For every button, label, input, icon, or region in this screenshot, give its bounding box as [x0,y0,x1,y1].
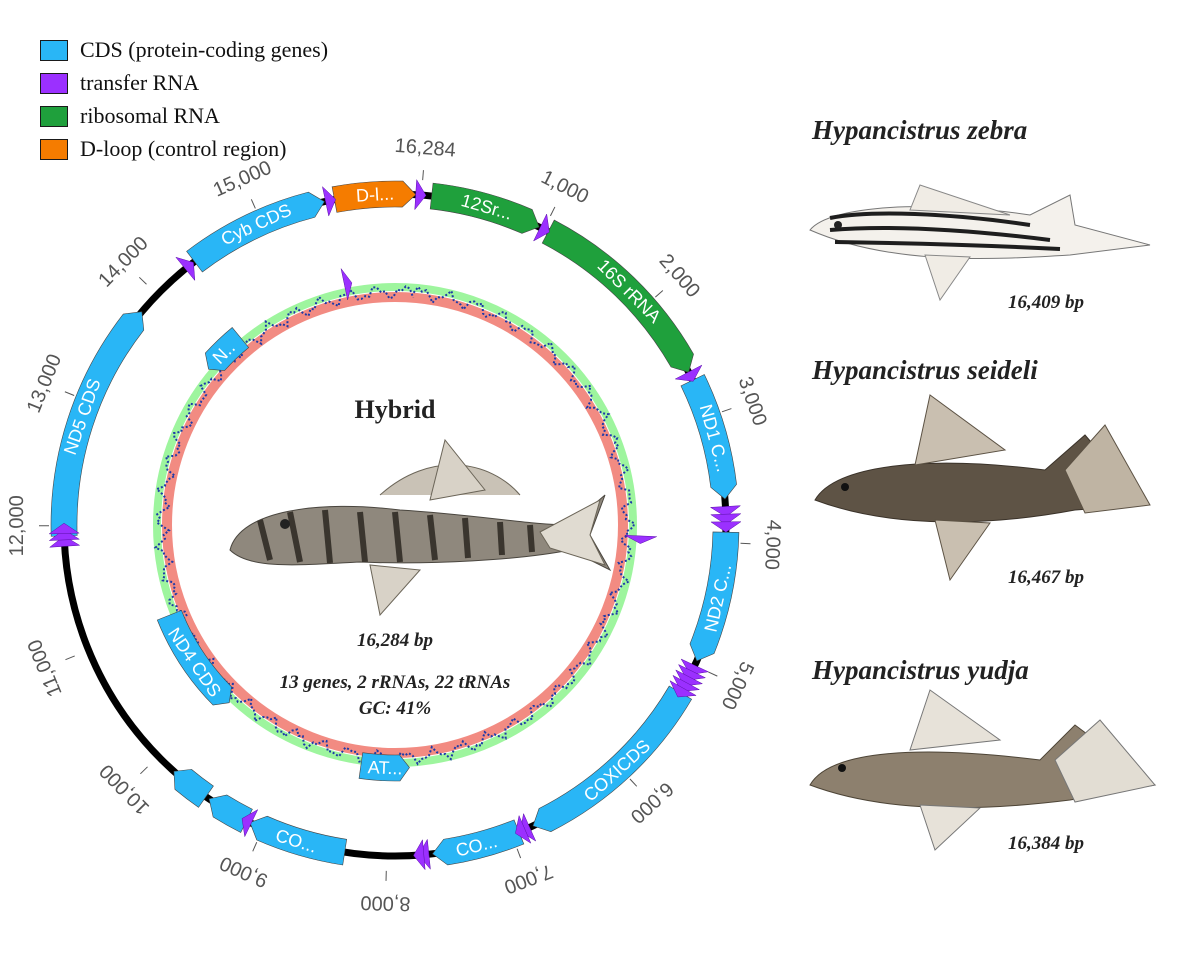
gene-feature [208,794,253,833]
trna-feature [709,505,742,518]
tick-label: 11,000 [24,636,67,700]
tick-label: 3,000 [734,374,771,429]
trna-features [48,178,742,871]
gene-label: D-l... [355,183,394,205]
legend-label: CDS (protein-coding genes) [80,37,329,62]
tick-label: 6,000 [626,777,678,827]
legend-swatch-dloop [40,139,68,160]
trna-feature [674,364,703,382]
tick-mark [740,542,751,545]
gene-feature [532,685,693,833]
legend-label: ribosomal RNA [80,103,220,128]
tick-label: 5,000 [717,658,758,713]
trna-feature [710,521,742,533]
tick-label: 13,000 [23,351,66,416]
gene-feature [50,311,145,537]
trna-feature [669,680,697,698]
tick-label: 2,000 [655,250,705,302]
tick-mark [549,206,556,217]
species-length: 16,409 bp [1008,292,1084,313]
gene-feature [680,374,737,500]
legend-swatch-rrna [40,106,68,127]
hybrid-fish-image [229,438,612,617]
tick-label: 12,000 [6,495,28,556]
species-block-zebra: Hypancistrus zebra 16,409 bp [812,115,1172,313]
tick-mark [140,766,148,775]
species-fish-image-zebra [809,184,1151,302]
species-name: Hypancistrus yudja [812,655,1029,685]
tick-label: 9,000 [217,851,272,891]
gene-label: COXICDS [580,736,654,806]
gc-profile-line [153,285,636,766]
tick-mark [516,848,522,859]
gene-label: ND5 CDS [60,376,105,457]
map-gc-content: GC: 41% [358,698,432,719]
trna-feature [48,535,81,548]
species-length: 16,467 bp [1008,567,1084,588]
legend-swatch-cds [40,40,68,61]
trna-feature [241,809,259,838]
trna-feature [680,658,710,675]
trna-feature [48,522,80,535]
gene-feature [358,752,410,782]
gene-feature [186,191,325,273]
trna-feature [532,213,550,242]
species-block-seideli: Hypancistrus seideli 16,467 bp [812,355,1172,588]
gene-feature [541,219,694,373]
tick-label: 4,000 [760,519,785,570]
trna-feature [321,185,336,217]
species-fish-image-seideli [814,394,1151,582]
species-name: Hypancistrus zebra [812,115,1028,145]
tick-label: 8,000 [360,891,411,914]
gene-feature [173,769,214,808]
map-length: 16,284 bp [357,630,433,651]
gene-feature [249,815,348,866]
trna-feature [48,529,81,541]
tick-mark [708,671,718,677]
gene-feature [204,327,250,371]
species-name: Hypancistrus seideli [812,355,1038,385]
gene-label: 16S rRNA [594,255,665,326]
trna-feature [414,178,427,211]
tick-label: 15,000 [210,157,275,202]
tick-mark [252,841,258,852]
tick-mark [250,199,256,209]
tick-label: 16,284 [394,135,457,162]
species-fish-image-yudja [809,689,1157,851]
tick-mark [721,408,732,413]
legend-swatch-trna [40,73,68,94]
tick-label: 7,000 [501,860,556,898]
tick-mark [138,276,147,285]
trna-feature [515,814,532,844]
tick-label: 1,000 [537,166,592,208]
tick-mark [629,778,638,787]
trna-feature [175,256,196,282]
trna-feature [710,513,742,525]
tick-mark [65,655,75,661]
map-title: Hybrid [354,395,436,424]
gene-feature [429,182,540,234]
trna-feature [340,268,353,300]
tick-mark [655,290,664,298]
species-length: 16,384 bp [1008,833,1084,854]
gene-label: AT... [367,757,402,778]
map-gene-summary: 13 genes, 2 rRNAs, 22 tRNAs [279,672,511,693]
gene-feature [331,180,417,213]
species-block-yudja: Hypancistrus yudja 16,384 bp [812,655,1172,854]
gc-ring-low [162,292,628,758]
tick-mark [64,391,75,396]
tick-label: 14,000 [94,232,152,291]
legend-label: D-loop (control region) [80,136,287,161]
gene-feature [432,819,525,866]
tick-mark [422,170,424,181]
legend-label: transfer RNA [80,70,200,95]
gene-feature [689,531,740,662]
trna-feature [413,838,426,871]
trna-feature [624,534,657,544]
gene-feature [156,609,232,706]
